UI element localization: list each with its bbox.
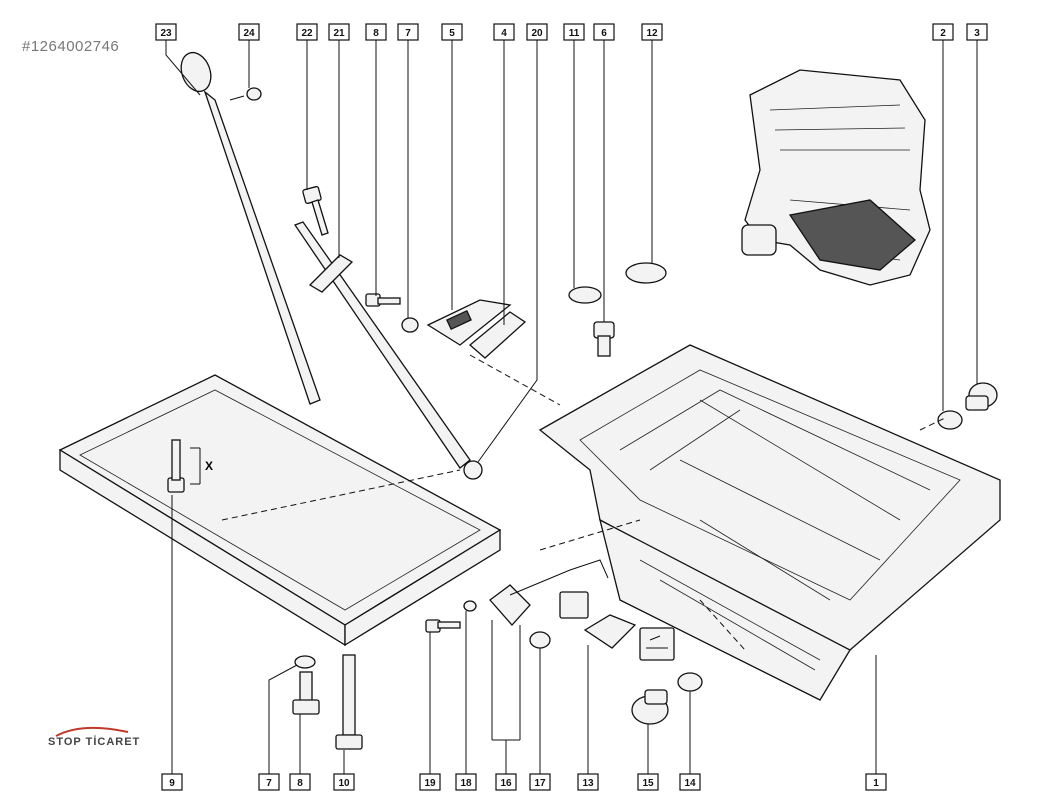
drain-seal-top [937,410,963,430]
logo-swoosh-icon [55,726,129,737]
washer-bottom [294,655,316,669]
assembly-line [699,599,746,651]
svg-text:4: 4 [501,28,507,39]
callout-7-bottom: 7 [258,773,280,791]
svg-text:21: 21 [333,28,345,39]
svg-text:12: 12 [646,28,658,39]
leader-lines-top [165,40,978,463]
callout-12: 12 [641,23,663,41]
callout-5: 5 [441,23,463,41]
cover-plate [426,299,512,346]
callouts-bottom: 9 7 8 10 19 18 16 17 13 15 14 1 [161,773,887,791]
temperature-sensor [559,591,637,649]
svg-text:8: 8 [297,778,303,789]
callout-21: 21 [328,23,350,41]
svg-text:22: 22 [301,28,313,39]
svg-text:23: 23 [160,28,172,39]
svg-text:3: 3 [974,28,980,39]
svg-text:17: 17 [534,778,546,789]
svg-text:9: 9 [169,778,175,789]
oil-level-symbol-icon [639,627,675,661]
svg-text:19: 19 [424,778,436,789]
leader-lines-bottom [171,495,877,774]
drain-plug-top [965,382,998,411]
svg-text:18: 18 [460,778,472,789]
engine-thumbnail [741,69,931,286]
dimension-label: X [205,459,213,473]
callout-13: 13 [577,773,599,791]
assembly-line [221,469,461,521]
callout-11: 11 [563,23,585,41]
cover-bolt [365,293,401,307]
callout-1: 1 [865,773,887,791]
assembly-line [469,354,561,406]
svg-text:20: 20 [531,28,543,39]
sensor-o-ring [529,631,551,649]
callout-2: 2 [932,23,954,41]
seal-ring-11 [568,286,602,304]
callout-22: 22 [296,23,318,41]
callout-14: 14 [679,773,701,791]
dipstick-tube [293,221,483,480]
svg-text:2: 2 [940,28,946,39]
callout-16: 16 [495,773,517,791]
svg-text:15: 15 [642,778,654,789]
oil-level-sensor [489,559,609,626]
svg-text:14: 14 [684,778,696,789]
oil-pan [538,344,1001,701]
svg-text:24: 24 [243,28,255,39]
svg-text:6: 6 [601,28,607,39]
plug-6 [593,321,615,357]
callout-3: 3 [966,23,988,41]
bolt-bottom [292,671,320,715]
svg-text:10: 10 [338,778,350,789]
callout-24: 24 [238,23,260,41]
callout-7: 7 [397,23,419,41]
callout-4: 4 [493,23,515,41]
logo-text: STOP TİCARET [48,736,141,748]
sensor-bolt [425,619,461,633]
svg-text:7: 7 [405,28,411,39]
callout-23: 23 [155,23,177,41]
stud-bolt [335,654,363,750]
plate-bolt [167,439,201,493]
baffle-plate [58,374,502,647]
callout-19: 19 [419,773,441,791]
seal-ring-12 [625,262,667,284]
assembly-line [919,417,946,431]
callout-20: 20 [526,23,548,41]
drain-seal-bottom [677,672,703,692]
svg-text:5: 5 [449,28,455,39]
callout-17: 17 [529,773,551,791]
svg-text:8: 8 [373,28,379,39]
svg-text:1: 1 [873,778,879,789]
svg-text:13: 13 [582,778,594,789]
tube-bolt [302,185,329,236]
callout-6: 6 [593,23,615,41]
sensor-washer [463,600,477,612]
drain-plug-bottom [631,689,669,725]
assembly-line [539,519,641,551]
callout-18: 18 [455,773,477,791]
callout-8: 8 [365,23,387,41]
callouts-top: 23 24 22 21 8 7 5 4 20 11 6 12 2 3 [155,23,988,41]
watermark-id: #1264002746 [22,38,120,55]
cover-washer [401,317,419,333]
svg-text:16: 16 [500,778,512,789]
callout-15: 15 [637,773,659,791]
svg-text:11: 11 [569,28,580,39]
svg-text:7: 7 [266,778,272,789]
callout-10: 10 [333,773,355,791]
dipstick-seal [229,87,262,101]
cover-gasket [468,311,527,359]
callout-8-bottom: 8 [289,773,311,791]
callout-9: 9 [161,773,183,791]
